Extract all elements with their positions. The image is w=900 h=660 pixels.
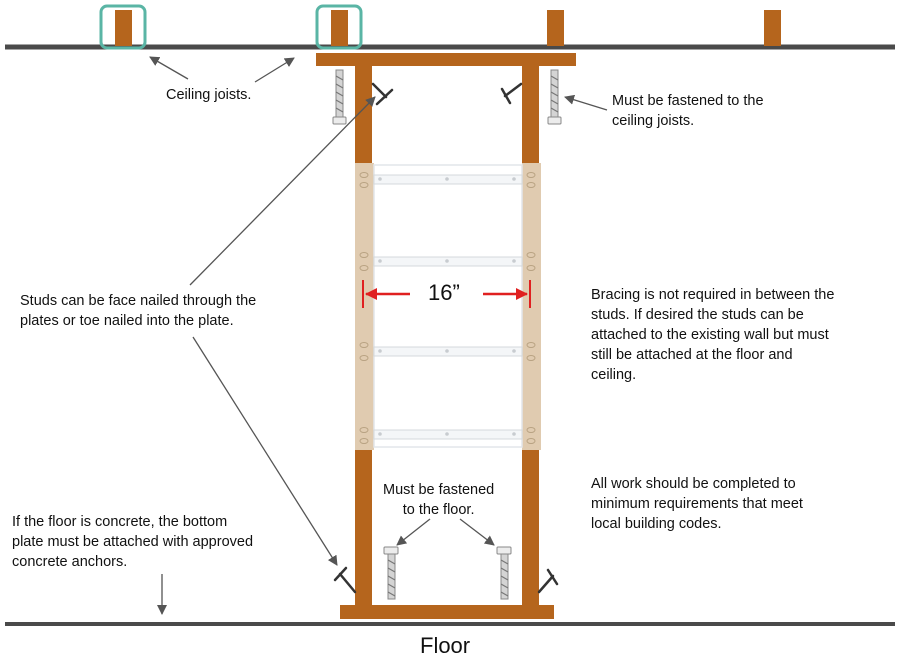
ceiling-joist-2-highlight bbox=[315, 4, 363, 50]
label-fasten-floor: Must be fastened to the floor. bbox=[383, 482, 495, 518]
shelf-panel-left bbox=[355, 163, 374, 450]
label-fasten-ceiling: Must be fastened to the ceiling joists. bbox=[612, 93, 764, 129]
panel-holes bbox=[359, 172, 536, 444]
toe-nail-bottom-left bbox=[333, 566, 357, 594]
arrow-studs-top bbox=[189, 96, 376, 286]
arrow-studs-bottom bbox=[192, 336, 338, 566]
label-building-codes: All work should be completed to minimum … bbox=[591, 476, 803, 532]
dimension-label: 16” bbox=[428, 280, 460, 306]
toe-nail-bottom-right bbox=[537, 568, 559, 594]
label-bracing: Bracing is not required in between the s… bbox=[591, 287, 835, 383]
ceiling-joist-3 bbox=[547, 10, 564, 46]
ceiling-joist-4 bbox=[764, 10, 781, 46]
shelf-rails bbox=[373, 174, 523, 440]
top-plate bbox=[316, 53, 576, 66]
shelf-frame bbox=[373, 164, 523, 448]
arrow-fasten-ceiling bbox=[564, 94, 608, 111]
label-concrete: If the floor is concrete, the bottom pla… bbox=[12, 514, 254, 570]
arrow-ceiling-joist-2 bbox=[254, 57, 295, 83]
rail-screws bbox=[378, 177, 516, 436]
ceiling-joist-2 bbox=[331, 10, 348, 46]
floor-label: Floor bbox=[420, 633, 471, 658]
arrow-ceiling-joist-1 bbox=[149, 56, 189, 80]
floor-screw-right bbox=[496, 546, 512, 600]
label-ceiling-joists: Ceiling joists. bbox=[166, 87, 252, 103]
arrow-fasten-floor-right bbox=[459, 518, 495, 546]
floor-screw-left bbox=[383, 546, 399, 600]
ceiling-screw-left bbox=[332, 69, 347, 125]
arrow-fasten-floor-left bbox=[396, 518, 431, 546]
ceiling-joist-1-highlight bbox=[99, 4, 147, 50]
toe-nail-top-left bbox=[371, 82, 394, 106]
ceiling-screw-right bbox=[547, 69, 562, 125]
shelf-panel-right bbox=[522, 163, 541, 450]
ceiling-joist-1 bbox=[115, 10, 132, 46]
toe-nail-top-right bbox=[500, 82, 523, 105]
bottom-plate bbox=[340, 605, 554, 619]
label-studs-nailed: Studs can be face nailed through the pla… bbox=[20, 293, 257, 329]
